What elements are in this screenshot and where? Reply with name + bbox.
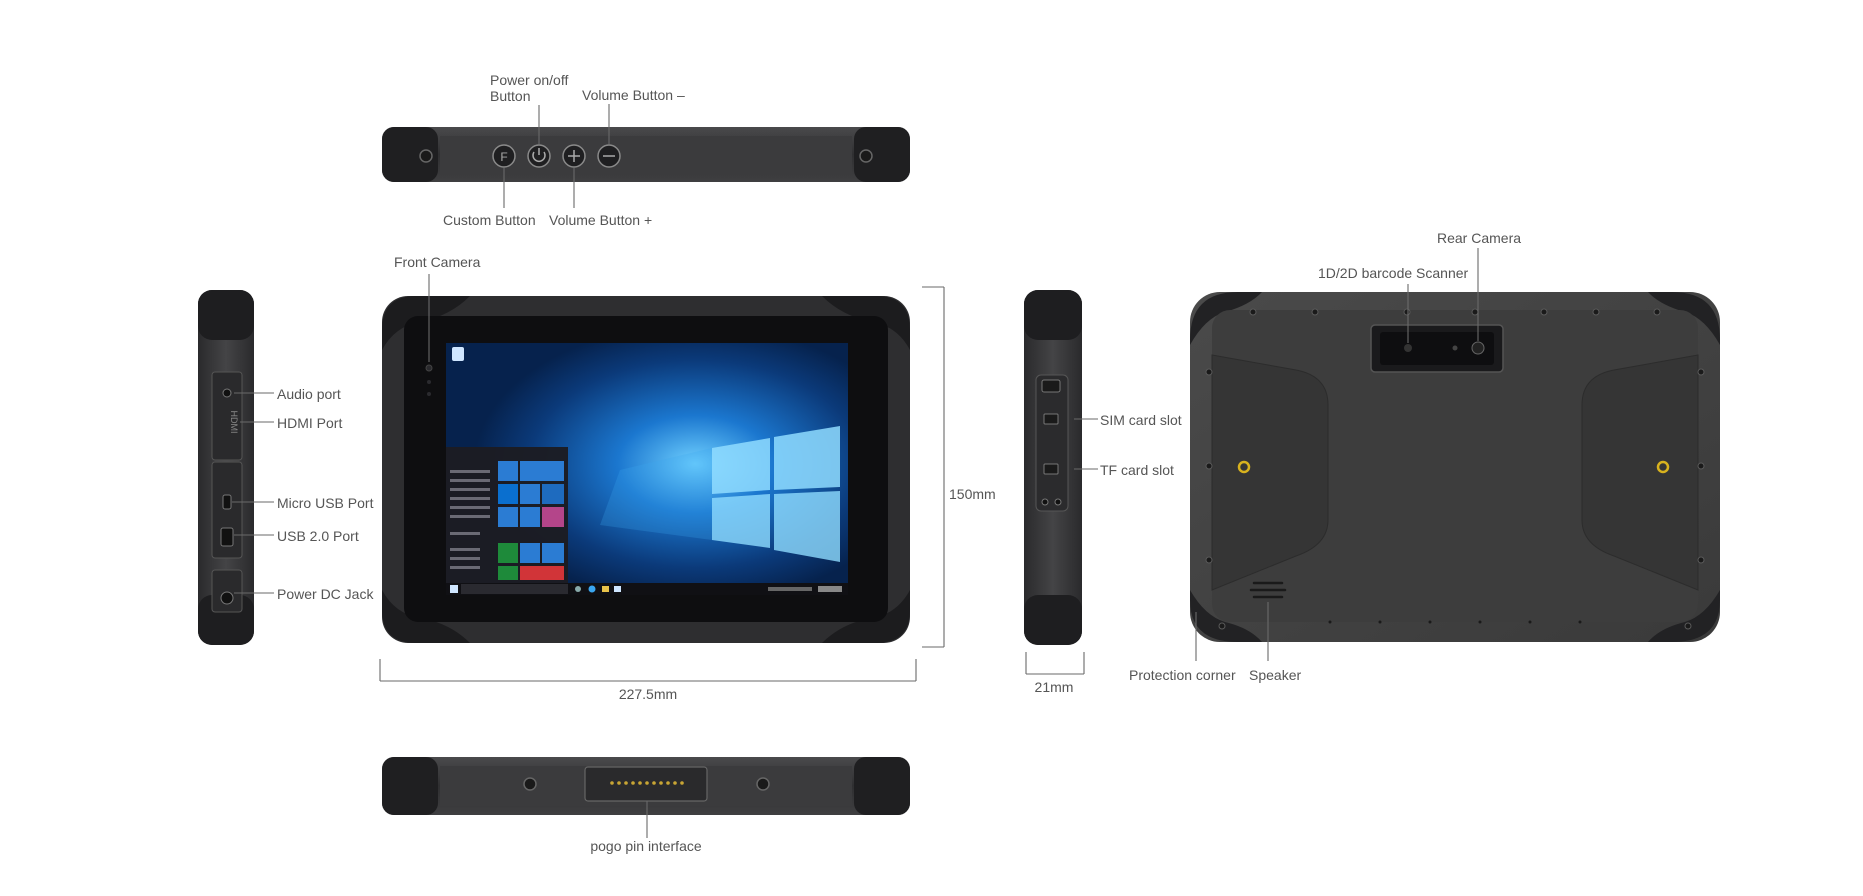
taskbar-search-box [461, 584, 568, 594]
right-side-callouts: SIM card slot TF card slot [1074, 412, 1182, 478]
custom-button-label: Custom Button [443, 212, 536, 228]
screw-icon [859, 149, 873, 163]
top-edge-callouts: Power on/off Button Volume Button – Cust… [443, 72, 685, 228]
explorer-icon [602, 586, 609, 592]
bottom-edge-callouts: pogo pin interface [590, 801, 702, 854]
power-button-label-line2: Button [490, 88, 530, 104]
power-dc-jack-label: Power DC Jack [277, 586, 374, 602]
back-view [1190, 292, 1720, 642]
micro-usb-port-label: Micro USB Port [277, 495, 374, 511]
sim-card-slot [1043, 413, 1059, 425]
usb-port [220, 527, 234, 547]
volume-up-button[interactable] [562, 144, 586, 168]
height-dimension-label: 150mm [949, 486, 996, 502]
power-button-label-line1: Power on/off [490, 72, 568, 88]
hdmi-port-label: HDMI Port [277, 415, 342, 431]
windows-start-icon [450, 585, 458, 593]
micro-usb-port [222, 494, 232, 510]
volume-minus-label: Volume Button – [582, 87, 685, 103]
left-side-callouts: Audio port HDMI Port Micro USB Port USB … [232, 386, 374, 602]
power-button[interactable] [527, 144, 551, 168]
tf-slot-label: TF card slot [1100, 462, 1174, 478]
top-edge-view: F [382, 127, 910, 182]
protection-corner-label: Protection corner [1129, 667, 1236, 683]
volume-plus-label: Volume Button + [549, 212, 652, 228]
audio-port-label: Audio port [277, 386, 341, 402]
pogo-pin-label: pogo pin interface [590, 838, 702, 854]
front-view [382, 296, 910, 643]
volume-down-button[interactable] [597, 144, 621, 168]
sim-slot-label: SIM card slot [1100, 412, 1182, 428]
front-view-callouts: Front Camera [394, 254, 481, 362]
screw-icon [419, 149, 433, 163]
front-camera [425, 364, 433, 372]
power-dc-jack [220, 591, 234, 605]
dimension-width: 227.5mm [379, 659, 917, 702]
custom-button[interactable]: F [492, 144, 516, 168]
screen [446, 343, 848, 595]
svg-text:F: F [500, 150, 507, 164]
dimension-depth: 21mm [1025, 652, 1085, 695]
start-tiles [498, 461, 564, 580]
accent-ring-right [1656, 460, 1670, 474]
dimension-height: 150mm [922, 286, 996, 648]
speaker-grille [1249, 581, 1287, 599]
bottom-edge-view [382, 757, 910, 815]
recycle-bin-icon [452, 347, 464, 361]
rear-camera [1471, 341, 1485, 355]
usb-port-label: USB 2.0 Port [277, 528, 359, 544]
audio-port [222, 388, 232, 398]
back-view-callouts: Rear Camera 1D/2D barcode Scanner Protec… [1129, 230, 1521, 683]
accent-ring-left [1237, 460, 1251, 474]
right-side-view [1024, 290, 1082, 645]
depth-dimension-label: 21mm [1035, 679, 1074, 695]
width-dimension-label: 227.5mm [619, 686, 677, 702]
store-icon [614, 586, 621, 592]
tf-card-slot [1043, 463, 1059, 475]
left-side-view: HDMI [198, 290, 254, 645]
hdmi-marking: HDMI [229, 411, 239, 434]
edge-icon [588, 585, 596, 593]
front-camera-label: Front Camera [394, 254, 481, 270]
barcode-scanner-label: 1D/2D barcode Scanner [1318, 265, 1469, 281]
speaker-label: Speaker [1249, 667, 1301, 683]
rear-camera-label: Rear Camera [1437, 230, 1521, 246]
